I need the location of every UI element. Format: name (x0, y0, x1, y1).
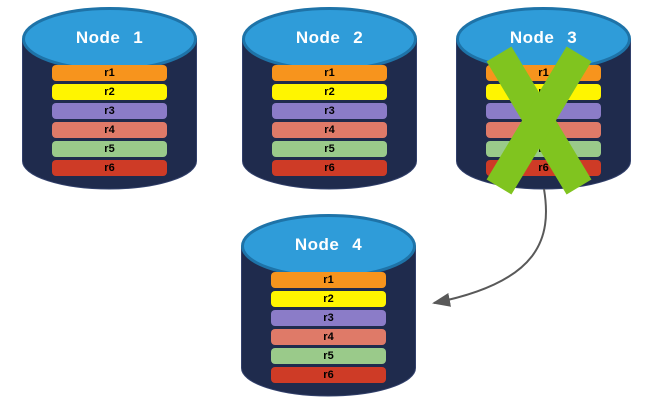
node-1: Node 1 r1 r2 r3 r4 r5 r6 (21, 6, 198, 198)
replica-row: r2 (272, 84, 387, 100)
replica-list: r1 r2 r3 r4 r5 r6 (486, 65, 601, 176)
node-3-failed: Node 3 r1 r2 r3 r4 r5 r6 (455, 6, 632, 198)
replica-row: r2 (271, 291, 386, 307)
replica-row: r3 (271, 310, 386, 326)
replica-row: r1 (272, 65, 387, 81)
node-title: Node 3 (509, 28, 578, 47)
replica-row: r6 (52, 160, 167, 176)
replica-row: r6 (271, 367, 386, 383)
replica-row: r5 (486, 141, 601, 157)
replica-row: r4 (486, 122, 601, 138)
node-4: Node 4 r1 r2 r3 r4 r5 r6 (240, 213, 417, 402)
replica-row: r3 (52, 103, 167, 119)
replica-row: r3 (272, 103, 387, 119)
replica-row: r2 (52, 84, 167, 100)
replica-row: r5 (272, 141, 387, 157)
replica-row: r3 (486, 103, 601, 119)
replica-list: r1 r2 r3 r4 r5 r6 (271, 272, 386, 383)
node-title: Node 2 (295, 28, 364, 47)
node-title: Node 4 (294, 235, 363, 254)
node-2: Node 2 r1 r2 r3 r4 r5 r6 (241, 6, 418, 198)
replica-list: r1 r2 r3 r4 r5 r6 (52, 65, 167, 176)
replica-row: r1 (52, 65, 167, 81)
replica-list: r1 r2 r3 r4 r5 r6 (272, 65, 387, 176)
replica-row: r1 (271, 272, 386, 288)
replica-row: r6 (486, 160, 601, 176)
replica-row: r6 (272, 160, 387, 176)
replica-row: r1 (486, 65, 601, 81)
replica-row: r4 (272, 122, 387, 138)
replica-row: r2 (486, 84, 601, 100)
node-title: Node 1 (75, 28, 144, 47)
replica-row: r4 (271, 329, 386, 345)
replica-row: r5 (52, 141, 167, 157)
replica-row: r5 (271, 348, 386, 364)
replica-row: r4 (52, 122, 167, 138)
